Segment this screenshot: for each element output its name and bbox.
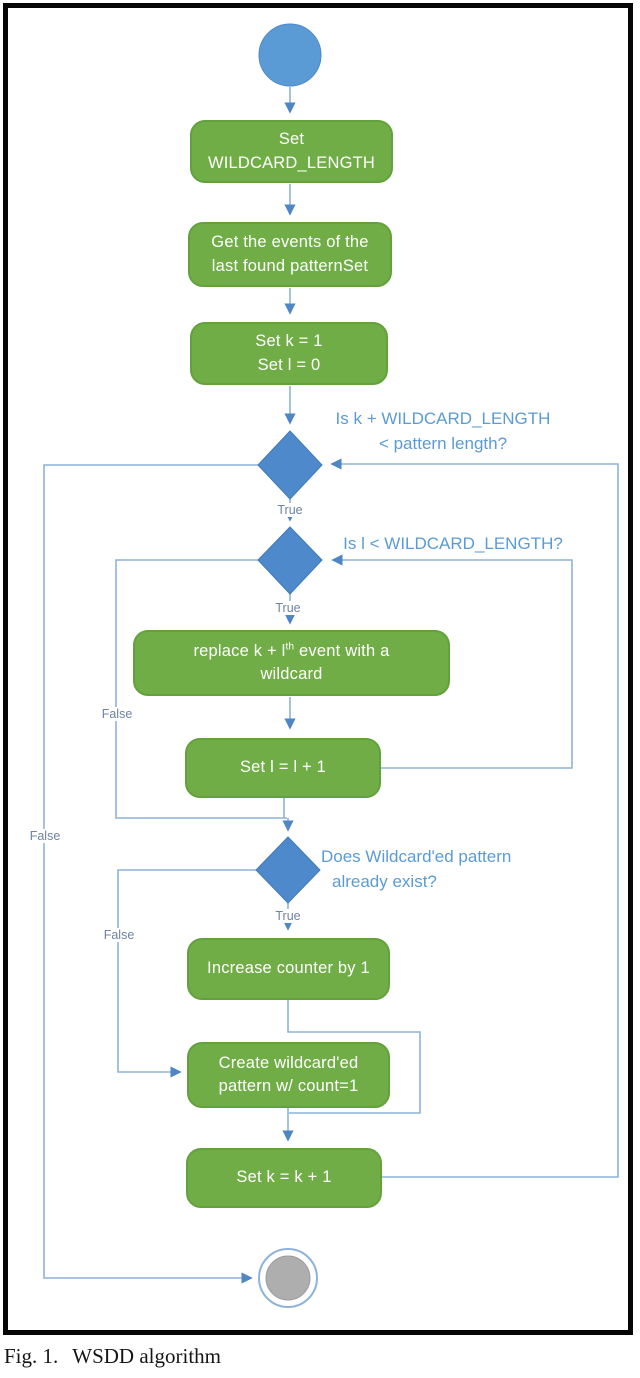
- decision-k-loop-diamond: [257, 430, 323, 500]
- process-line: pattern w/ count=1: [218, 1077, 359, 1095]
- edge-set-l-loopback-to-l-loop-decision: [331, 554, 573, 769]
- process-line: last found patternSet: [211, 256, 369, 275]
- true-label-l-loop: True: [273, 601, 303, 615]
- process-set-l-increment: Set l = l + 1: [185, 738, 381, 798]
- decision-label-line: Is l < WILDCARD_LENGTH?: [343, 534, 563, 553]
- figure-caption: Fig. 1. WSDD algorithm: [4, 1344, 221, 1369]
- decision-label-line: Does Wildcard'ed pattern: [321, 847, 512, 866]
- edge-l-loop-false-rail: [115, 559, 287, 819]
- process-line: Set k = k + 1: [236, 1168, 332, 1187]
- process-create-pattern: Create wildcard'ed pattern w/ count=1: [187, 1042, 390, 1108]
- caption-text: WSDD algorithm: [72, 1344, 221, 1368]
- process-line: Create wildcard'ed: [218, 1053, 359, 1072]
- decision-label-line: Is k + WILDCARD_LENGTH: [335, 409, 551, 428]
- end-node: [265, 1255, 311, 1301]
- false-label-k-loop: False: [27, 829, 63, 843]
- decision-l-loop-diamond: [257, 526, 323, 595]
- true-label-k-loop: True: [275, 503, 305, 517]
- process-line: Set k = 1: [255, 332, 323, 351]
- process-line: wildcard: [260, 665, 323, 683]
- decision-label-l-loop: Is l < WILDCARD_LENGTH?: [335, 531, 571, 556]
- start-node: [258, 23, 322, 87]
- decision-label-line: already exist?: [332, 872, 437, 891]
- true-label-pattern-exists: True: [273, 909, 303, 923]
- replace-line-pre: replace k + l: [193, 641, 286, 660]
- replace-line-sup: th: [285, 641, 295, 653]
- process-set-k-l: Set k = 1 Set l = 0: [190, 322, 388, 385]
- process-line: WILDCARD_LENGTH: [207, 153, 376, 172]
- false-label-l-loop: False: [99, 707, 135, 721]
- process-line: Set: [278, 130, 305, 149]
- process-line: replace k + lth event with a: [193, 640, 389, 663]
- process-line: Get the events of the: [211, 233, 369, 252]
- caption-prefix: Fig. 1.: [4, 1344, 59, 1368]
- decision-label-k-loop: Is k + WILDCARD_LENGTH < pattern length?: [327, 406, 559, 456]
- process-get-events: Get the events of the last found pattern…: [188, 222, 392, 287]
- process-line: Set l = 0: [257, 355, 321, 374]
- edge-k-loop-false-to-end: [43, 464, 258, 1284]
- process-set-k-increment: Set k = k + 1: [186, 1148, 382, 1208]
- process-line: Set l = l + 1: [239, 758, 327, 777]
- process-replace-event: replace k + lth event with a wildcard: [133, 630, 450, 696]
- edge-exists-false-to-create-pattern: [117, 869, 256, 1078]
- process-set-wildcard-length: Set WILDCARD_LENGTH: [190, 120, 393, 183]
- edge-increase-counter-bypass: [287, 1000, 421, 1114]
- decision-pattern-exists-diamond: [255, 836, 321, 904]
- decision-label-line: < pattern length?: [378, 434, 508, 453]
- edge-set-k-loopback-to-k-loop-decision: [330, 458, 619, 1178]
- decision-label-pattern-exists: Does Wildcard'ed pattern already exist?: [321, 844, 553, 894]
- replace-line-post: event with a: [294, 641, 390, 660]
- process-increase-counter: Increase counter by 1: [187, 938, 390, 1000]
- process-line: Increase counter by 1: [207, 959, 370, 978]
- false-label-pattern-exists: False: [101, 928, 137, 942]
